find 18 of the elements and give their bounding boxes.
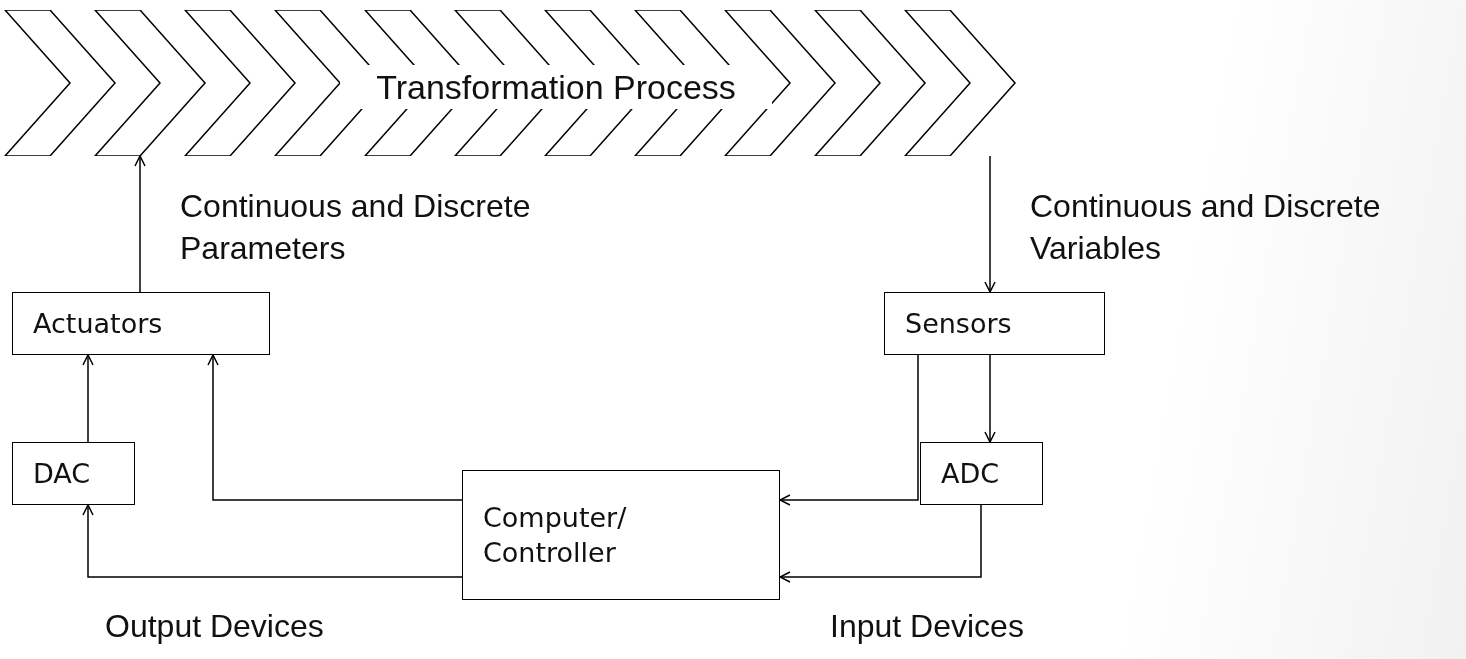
edge-label: Continuous and Discrete Variables bbox=[1030, 187, 1382, 268]
process-box: Actuators bbox=[12, 292, 270, 355]
arrow bbox=[984, 354, 996, 443]
group-label: Input Devices bbox=[830, 607, 1024, 646]
process-box: Computer/ Controller bbox=[462, 470, 780, 600]
process-box: DAC bbox=[12, 442, 135, 505]
group-label: Output Devices bbox=[105, 607, 324, 646]
arrow bbox=[207, 354, 463, 501]
arrow bbox=[984, 155, 996, 293]
arrow bbox=[82, 504, 463, 578]
process-box: ADC bbox=[920, 442, 1043, 505]
arrow bbox=[82, 354, 94, 443]
process-box: Sensors bbox=[884, 292, 1105, 355]
arrow bbox=[134, 155, 146, 293]
arrow bbox=[779, 504, 982, 583]
arrow bbox=[779, 354, 919, 506]
edge-label: Continuous and Discrete Parameters bbox=[180, 187, 532, 268]
process-label: Transformation Process bbox=[340, 65, 772, 109]
